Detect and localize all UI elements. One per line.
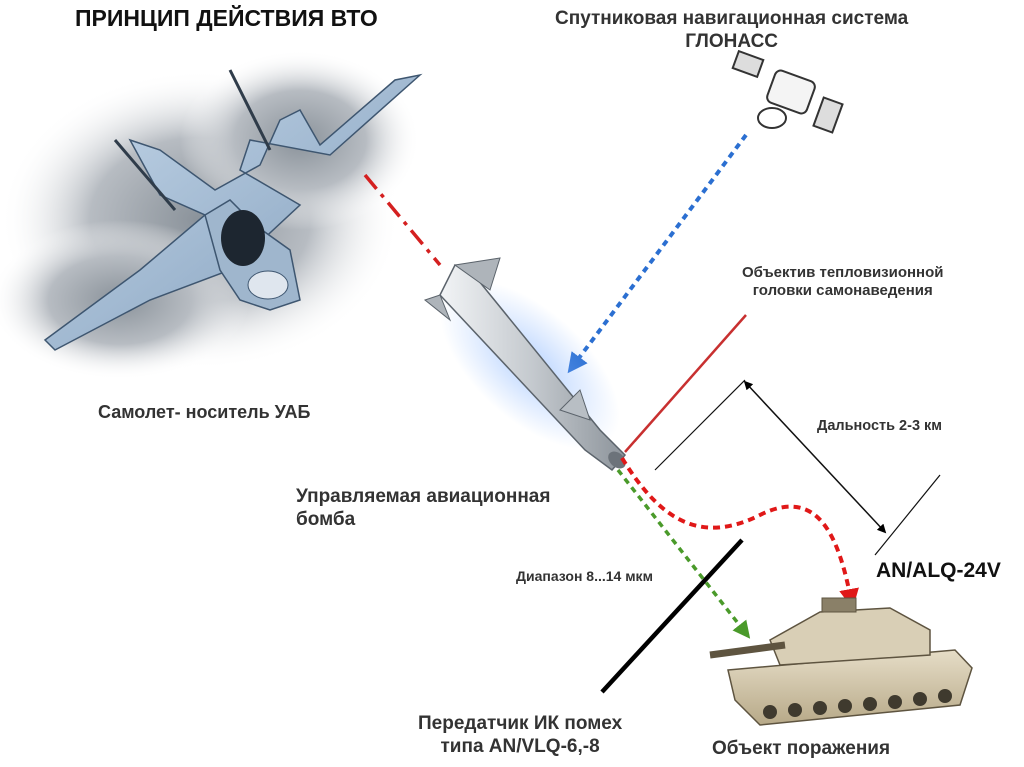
ir-band-label: Диапазон 8...14 мкм [516,568,653,585]
carrier-aircraft-label: Самолет- носитель УАБ [98,402,310,424]
bomb-label-line2: бомба [296,509,550,532]
seeker-label-line2: головки самонаведения [742,282,944,300]
satellite-label-line1: Спутниковая навигационная система [555,8,908,31]
satellite-icon [733,51,843,132]
guided-bomb-icon [411,251,648,480]
tank-icon [710,598,972,725]
target-label: Объект поражения [712,738,890,761]
ir-jammer-label-line1: Передатчик ИК помех [418,713,622,736]
external-jammer-label: AN/ALQ-24V [876,558,1001,583]
ir-jammer-label-line2: типа AN/VLQ-6,-8 [418,736,622,759]
ir-jammer-label: Передатчик ИК помех типа AN/VLQ-6,-8 [418,713,622,759]
terminal-homing-path [622,458,852,605]
satellite-system-label: Спутниковая навигационная система ГЛОНАС… [555,8,908,54]
page-title: ПРИНЦИП ДЕЙСТВИЯ ВТО [75,5,378,33]
ir-jammer-emitter-line [602,540,742,692]
seeker-lens-label: Объектив тепловизионной головки самонаве… [742,264,944,300]
bomb-label-line1: Управляемая авиационная [296,486,550,509]
guided-bomb-label: Управляемая авиационная бомба [296,486,550,532]
seeker-pointer-line [625,315,746,452]
satellite-guidance-arrow [570,135,746,370]
range-bracket [655,380,940,555]
satellite-label-line2: ГЛОНАСС [555,31,908,54]
range-label: Дальность 2-3 км [817,418,942,435]
seeker-label-line1: Объектив тепловизионной [742,264,944,282]
